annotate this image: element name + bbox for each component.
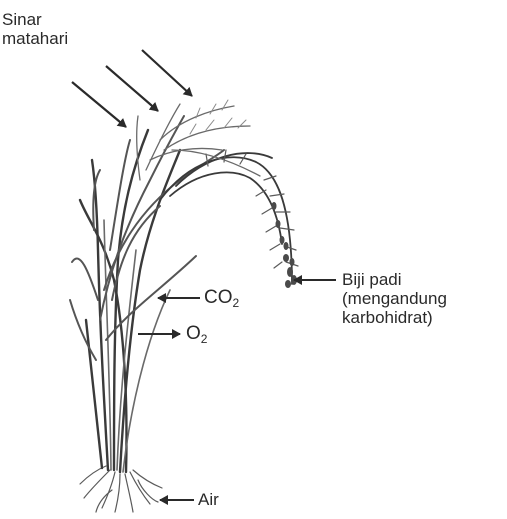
sunlight-label-line2: matahari: [2, 29, 68, 48]
sunlight-label-line1: Sinar: [2, 10, 68, 29]
co2-label-main: CO: [204, 287, 233, 308]
sun-ray-arrow-icon: [72, 82, 126, 127]
grain-label-line3: karbohidrat): [342, 308, 447, 327]
grain-label-line2: (mengandung: [342, 289, 447, 308]
co2-label-sub: 2: [233, 296, 240, 310]
o2-label: O2: [186, 324, 207, 349]
co2-label: CO2: [204, 288, 239, 313]
sun-ray-arrow-icon: [106, 66, 158, 111]
grain-label: Biji padi (mengandung karbohidrat): [342, 270, 447, 327]
sunlight-label: Sinar matahari: [2, 10, 68, 48]
rice-plant-icon: [70, 100, 298, 512]
o2-label-main: O: [186, 323, 201, 344]
grain-label-line1: Biji padi: [342, 270, 447, 289]
sun-ray-arrow-icon: [142, 50, 192, 96]
water-label: Air: [198, 490, 219, 509]
o2-label-sub: 2: [201, 332, 208, 346]
